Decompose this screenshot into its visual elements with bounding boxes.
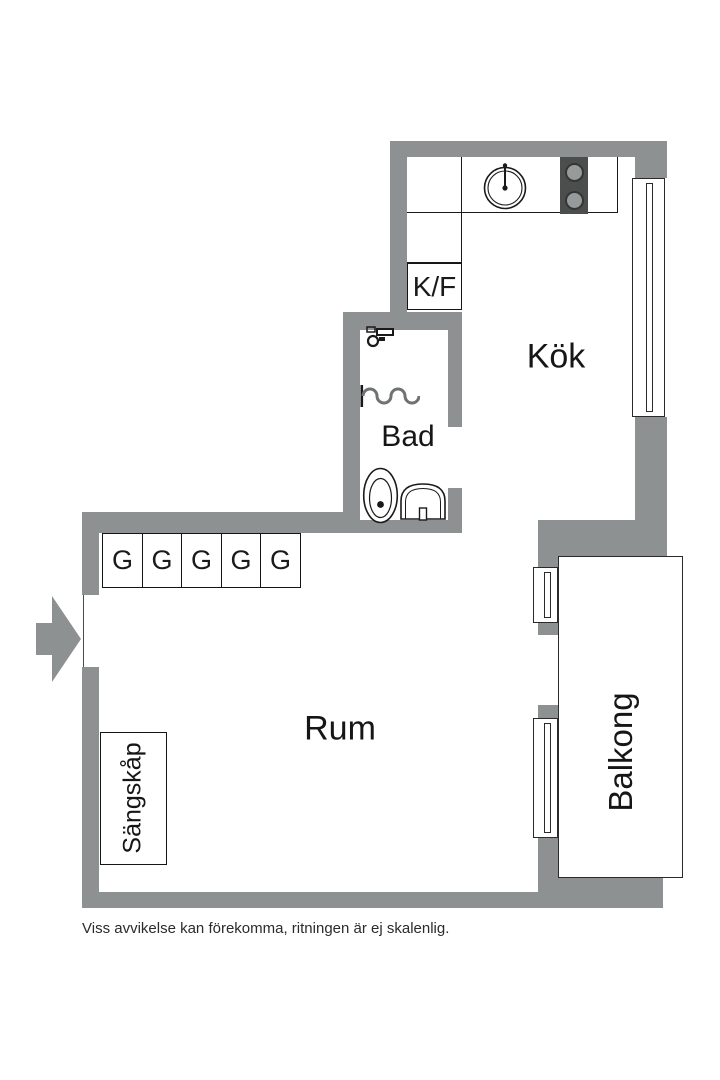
wardrobe-label: G bbox=[151, 545, 173, 575]
balcony-label: Balkong bbox=[602, 692, 639, 812]
wardrobe-cabinet: G bbox=[141, 533, 183, 588]
wall-kitchen-left bbox=[390, 141, 407, 330]
bathroom-label: Bad bbox=[381, 420, 435, 453]
room-label: Rum bbox=[304, 709, 376, 748]
wall-under-balcony bbox=[558, 878, 663, 908]
wall-stub-below-lower-balcony-window bbox=[538, 838, 558, 908]
wall-bathroom-left bbox=[343, 312, 360, 533]
disclaimer-text: Viss avvikelse kan förekomma, ritningen … bbox=[82, 920, 450, 937]
wardrobe-cabinet: G bbox=[181, 533, 222, 588]
fridge-freezer-cabinet: K/F bbox=[407, 263, 462, 310]
balcony-window-upper bbox=[533, 567, 558, 623]
kitchen-counter bbox=[407, 157, 618, 213]
bathroom-sink-icon bbox=[400, 483, 446, 521]
wall-room-left-lower bbox=[82, 667, 99, 908]
wall-stub-above-upper-balcony-window bbox=[538, 520, 558, 567]
window-glazing bbox=[544, 723, 551, 833]
entrance-threshold bbox=[83, 595, 85, 667]
wardrobe-cabinet: G bbox=[220, 533, 262, 588]
wardrobe-label: G bbox=[269, 545, 291, 575]
wall-bathroom-right-upper bbox=[448, 322, 462, 427]
kitchen-counter-divider bbox=[461, 157, 463, 213]
wardrobe-label: G bbox=[190, 545, 212, 575]
kitchen-label: Kök bbox=[526, 337, 586, 376]
window-glazing bbox=[544, 572, 551, 618]
wardrobe-label: G bbox=[230, 545, 252, 575]
stove bbox=[560, 157, 588, 214]
wall-room-top bbox=[82, 512, 360, 533]
toilet-icon bbox=[362, 467, 399, 524]
balcony-window-lower bbox=[533, 718, 558, 838]
wall-top bbox=[390, 141, 667, 157]
wall-stub-above-lower-balcony-window bbox=[538, 705, 558, 718]
shower-mixer-icon bbox=[366, 326, 394, 348]
wall-corridor-top bbox=[343, 312, 462, 330]
kitchen-window bbox=[632, 178, 665, 417]
wall-right-above-window bbox=[635, 141, 667, 178]
window-glazing bbox=[646, 183, 653, 412]
fridge-freezer-label: K/F bbox=[412, 270, 457, 302]
wall-kitchen-bottom bbox=[538, 520, 667, 557]
balcony-floor bbox=[558, 556, 683, 878]
wardrobe-label: G bbox=[111, 545, 133, 575]
stove-burner bbox=[564, 162, 584, 182]
kitchen-counter-cell bbox=[407, 213, 462, 263]
wall-room-left-upper bbox=[82, 512, 99, 595]
shower-curtain-icon bbox=[360, 385, 420, 407]
wardrobe-row: G G G G G bbox=[102, 533, 301, 588]
wall-stub-below-upper-balcony-window bbox=[538, 623, 558, 635]
wall-room-bottom bbox=[82, 892, 558, 908]
bed-cabinet bbox=[100, 732, 167, 865]
wall-bathroom-bottom bbox=[360, 520, 462, 533]
entrance-arrow-icon bbox=[36, 596, 81, 682]
bed-cabinet-label: Sängskåp bbox=[118, 742, 147, 854]
wardrobe-cabinet: G bbox=[102, 533, 143, 588]
wardrobe-cabinet: G bbox=[260, 533, 301, 588]
stove-burner bbox=[564, 190, 584, 210]
kitchen-sink-icon bbox=[483, 163, 527, 210]
